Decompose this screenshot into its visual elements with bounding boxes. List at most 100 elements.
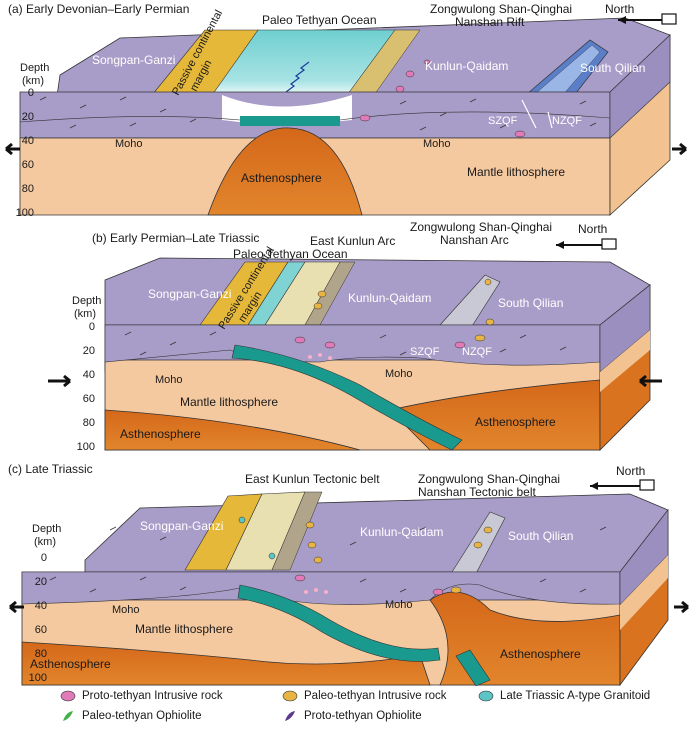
svg-text:Zongwulong Shan-Qinghai: Zongwulong Shan-Qinghai (418, 472, 560, 486)
svg-text:Moho: Moho (115, 138, 143, 150)
svg-text:(km): (km) (34, 536, 56, 548)
svg-text:Asthenosphere: Asthenosphere (241, 171, 322, 185)
panel-b-asthenosphere-left (104, 409, 361, 451)
svg-text:NZQF: NZQF (462, 346, 492, 358)
legend-item-proto-intrusive: Proto-tethyan Intrusive rock (60, 690, 223, 702)
legend-item-paleo-intrusive: Paleo-tethyan Intrusive rock (282, 690, 447, 702)
panel-a-title: (a) Early Devonian–Early Permian (8, 2, 189, 16)
svg-text:80: 80 (22, 183, 34, 195)
panel-c-depth-ticks: 0 20 40 60 80 100 (29, 552, 47, 684)
legend-item-paleo-ophiolite: Paleo-tethyan Ophiolite (60, 710, 202, 722)
svg-text:NZQF: NZQF (552, 115, 582, 127)
svg-text:Moho: Moho (423, 138, 451, 150)
panel-a: (a) Early Devonian–Early Permian (5, 2, 687, 219)
svg-text:Asthenosphere: Asthenosphere (30, 657, 111, 671)
svg-text:(km): (km) (22, 75, 44, 87)
panel-b-north-arrow-icon (556, 238, 617, 250)
svg-text:100: 100 (16, 207, 34, 219)
svg-text:Kunlun-Qaidam: Kunlun-Qaidam (360, 525, 443, 539)
panel-a-arrow-left (5, 142, 20, 156)
svg-text:0: 0 (28, 87, 34, 99)
svg-text:Moho: Moho (155, 374, 183, 386)
panel-a-north: North (605, 2, 634, 16)
svg-text:40: 40 (35, 600, 47, 612)
svg-text:Kunlun-Qaidam: Kunlun-Qaidam (425, 59, 508, 73)
svg-text:40: 40 (22, 135, 34, 147)
svg-text:(km): (km) (74, 308, 96, 320)
panel-c-north-arrow-icon (590, 479, 655, 491)
svg-text:60: 60 (22, 159, 34, 171)
svg-text:Kunlun-Qaidam: Kunlun-Qaidam (348, 291, 431, 305)
svg-text:100: 100 (29, 672, 47, 684)
svg-text:East Kunlun Arc: East Kunlun Arc (310, 234, 395, 248)
svg-text:South Qilian: South Qilian (580, 61, 645, 75)
svg-text:Mantle lithosphere: Mantle lithosphere (180, 395, 278, 409)
panel-c-arrow-right (674, 600, 689, 614)
panel-b-slab (231, 344, 463, 451)
svg-text:100: 100 (77, 441, 95, 453)
legend: Proto-tethyan Intrusive rock Paleo-tethy… (0, 686, 700, 731)
svg-text:South Qilian: South Qilian (498, 296, 563, 310)
panel-c: (c) Late Triassic (8, 462, 689, 686)
panel-b-title: (b) Early Permian–Late Triassic (92, 231, 259, 245)
panel-a-ocean-label: Paleo Tethyan Ocean (262, 13, 377, 27)
panel-a-ridge (285, 61, 310, 93)
panel-a-oceanic-crust (240, 116, 340, 126)
svg-text:80: 80 (35, 648, 47, 660)
svg-text:0: 0 (41, 552, 47, 564)
svg-text:Moho: Moho (112, 604, 140, 616)
panel-c-arrow-left (9, 600, 24, 614)
svg-text:Asthenosphere: Asthenosphere (500, 647, 581, 661)
svg-text:Paleo Tethyan Ocean: Paleo Tethyan Ocean (233, 247, 348, 261)
panel-b-depth-ticks: 0 20 40 60 80 100 (77, 321, 95, 453)
svg-text:Nanshan Arc: Nanshan Arc (440, 233, 509, 247)
proto-ophiolite-icon (285, 711, 295, 721)
svg-text:20: 20 (35, 576, 47, 588)
legend-item-proto-ophiolite: Proto-tethyan Ophiolite (282, 710, 422, 722)
svg-text:Songpan-Ganzi: Songpan-Ganzi (92, 53, 175, 67)
svg-text:Asthenosphere: Asthenosphere (120, 427, 201, 441)
svg-text:60: 60 (83, 393, 95, 405)
svg-text:Moho: Moho (385, 368, 413, 380)
svg-text:40: 40 (83, 369, 95, 381)
svg-text:Nanshan Tectonic belt: Nanshan Tectonic belt (418, 485, 537, 499)
panel-a-north-arrow-icon (618, 13, 677, 25)
svg-text:80: 80 (83, 417, 95, 429)
svg-text:North: North (578, 222, 607, 236)
svg-text:Moho: Moho (385, 599, 413, 611)
panel-b-arrow-right (639, 374, 662, 388)
svg-text:Nanshan Rift: Nanshan Rift (455, 15, 525, 29)
svg-text:20: 20 (22, 111, 34, 123)
svg-text:Songpan-Ganzi: Songpan-Ganzi (140, 519, 223, 533)
panel-c-title: (c) Late Triassic (8, 462, 93, 476)
svg-text:0: 0 (89, 321, 95, 333)
panel-a-depth-ticks: 0 20 40 60 80 100 (16, 87, 34, 219)
proto-intrusive-icon (60, 690, 76, 702)
svg-text:SZQF: SZQF (410, 346, 440, 358)
panel-a-asthenosphere (207, 127, 363, 216)
paleo-ophiolite-icon (63, 711, 73, 721)
svg-text:Asthenosphere: Asthenosphere (475, 415, 556, 429)
panel-b-arrow-left (48, 374, 71, 388)
svg-text:North: North (616, 464, 645, 478)
svg-text:20: 20 (83, 345, 95, 357)
tectonic-diagram: (a) Early Devonian–Early Permian (5, 2, 689, 686)
svg-text:East Kunlun Tectonic belt: East Kunlun Tectonic belt (245, 472, 380, 486)
svg-text:Depth: Depth (32, 523, 61, 535)
legend-item-a-type-granitoid: Late Triassic A-type Granitoid (478, 690, 650, 702)
panel-a-arrow-right (672, 142, 687, 156)
svg-text:Depth: Depth (20, 62, 49, 74)
paleo-intrusive-icon (282, 690, 298, 702)
svg-text:Mantle lithosphere: Mantle lithosphere (467, 165, 565, 179)
svg-text:South Qilian: South Qilian (508, 529, 573, 543)
svg-text:Songpan-Ganzi: Songpan-Ganzi (148, 287, 231, 301)
svg-text:60: 60 (35, 624, 47, 636)
svg-text:Mantle lithosphere: Mantle lithosphere (135, 622, 233, 636)
svg-text:Depth: Depth (72, 295, 101, 307)
a-type-granitoid-icon (478, 690, 494, 702)
panel-b: (b) Early Permian–Late Triassic (48, 220, 662, 453)
svg-text:Zongwulong Shan-Qinghai: Zongwulong Shan-Qinghai (410, 220, 552, 234)
svg-text:SZQF: SZQF (488, 115, 518, 127)
panel-c-slab (237, 584, 441, 662)
svg-text:Zongwulong Shan-Qinghai: Zongwulong Shan-Qinghai (430, 2, 572, 16)
